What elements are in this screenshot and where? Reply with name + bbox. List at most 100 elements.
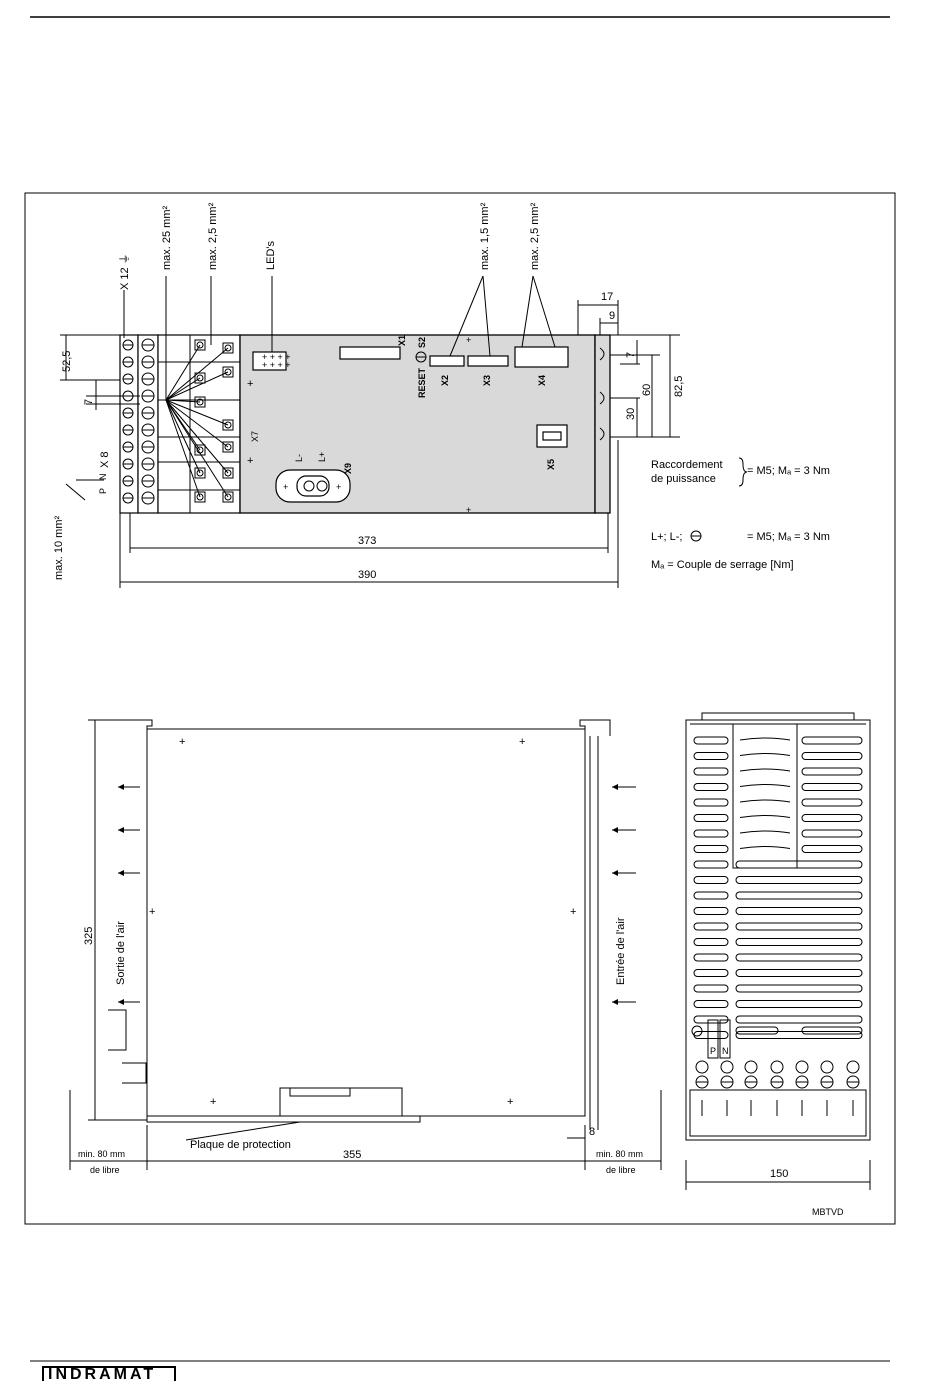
figure-id: MBTVD [812, 1207, 844, 1217]
vent-slot [735, 1015, 863, 1024]
svg-text:+: + [336, 482, 341, 492]
label-min80-right: min. 80 mm [596, 1149, 643, 1159]
svg-text:+: + [247, 455, 253, 467]
svg-text:+: + [247, 378, 253, 390]
vent-slot [735, 860, 863, 869]
vent-slot [801, 798, 863, 807]
label-x1: X1 [397, 335, 407, 346]
label-x4: X4 [537, 375, 547, 386]
terminal-screw [744, 1060, 758, 1074]
vent-slot [801, 814, 863, 822]
vent-slot [735, 1026, 779, 1035]
svg-text:+ + + +: + + + + [262, 352, 291, 362]
svg-text:+ + + +: + + + + [262, 360, 291, 370]
vent-slot [693, 922, 729, 931]
screw-terminal [194, 491, 206, 503]
vent-slot [801, 1026, 863, 1035]
screw-terminal [222, 419, 234, 431]
vent-slot [693, 814, 729, 822]
label-max15: max. 1,5 mm² [479, 202, 491, 270]
dim-8: 8 [589, 1126, 595, 1138]
connector-x4 [514, 346, 569, 368]
side-housing [146, 728, 586, 1117]
vent-slot [735, 1031, 863, 1039]
indramat-logo: INDRAMAT [42, 1366, 176, 1381]
vent-slot [693, 938, 729, 946]
vent-slot [735, 891, 863, 900]
vent-slot [693, 860, 729, 869]
top-view: + + + + + + + + + + + + + + X 12 ⏚ max. … [53, 202, 685, 588]
vent-slot [693, 767, 729, 776]
connector-x2 [429, 355, 465, 367]
dim-390: 390 [358, 569, 376, 581]
mounting-flange [594, 334, 611, 514]
svg-text:+: + [466, 335, 471, 345]
dim-82-5: 82,5 [673, 376, 685, 397]
screw-terminal [222, 441, 234, 453]
label-x9: X9 [343, 463, 353, 474]
label-p: P [98, 488, 108, 494]
label-sortie: Sortie de l'air [115, 921, 127, 985]
vent-slot [735, 953, 863, 962]
label-max25b: max. 2,5 mm² [529, 202, 541, 270]
terminal-screw [770, 1060, 784, 1074]
dim-7-right: 7 [625, 352, 637, 358]
logo-text: INDRAMAT [48, 1366, 157, 1381]
screw-terminal [222, 342, 234, 354]
vent-slot [801, 736, 863, 745]
label-reset: RESET [417, 367, 427, 398]
label-x5: X5 [546, 459, 556, 470]
terminal-screw [795, 1060, 809, 1074]
label-x3: X3 [482, 375, 492, 386]
protection-plate [146, 1115, 421, 1123]
dim-373: 373 [358, 535, 376, 547]
vent-slot [693, 845, 729, 853]
label-s2: S2 [417, 337, 427, 348]
terminal-screw [720, 1060, 734, 1074]
dim-60: 60 [641, 384, 653, 396]
label-max10: max. 10 mm² [53, 515, 65, 580]
svg-text:+: + [210, 1096, 216, 1108]
vent-slot [693, 969, 729, 977]
svg-text:+: + [283, 482, 288, 492]
dim-52-5: 52,5 [61, 351, 73, 372]
terminal-screw [820, 1060, 834, 1074]
vent-slot [801, 752, 863, 760]
legend-brace [738, 457, 748, 487]
vent-slot [801, 767, 863, 776]
screw-terminal [222, 491, 234, 503]
legend-de-puissance: de puissance [651, 473, 716, 485]
label-lplus: L+ [317, 452, 327, 462]
led-block [252, 351, 287, 371]
dim-325: 325 [83, 927, 95, 945]
label-x12: X 12 ⏚ [118, 253, 131, 290]
screw-terminal [222, 366, 234, 378]
legend-raccordement: Raccordement [651, 459, 723, 471]
vent-slot [735, 969, 863, 977]
connector-x3 [467, 355, 509, 367]
vent-slot [735, 922, 863, 931]
dim-150: 150 [770, 1168, 788, 1180]
connector-x1 [339, 346, 401, 360]
side-view: + + + + + + Sortie de l'air Entrée de l'… [69, 719, 662, 1175]
screw-terminal [222, 467, 234, 479]
dim-17: 17 [601, 291, 613, 303]
dim-9: 9 [609, 310, 615, 322]
vent-slot [801, 829, 863, 838]
vent-slot [735, 984, 863, 993]
dim-30: 30 [625, 408, 637, 420]
vent-slot [735, 907, 863, 915]
legend-lplus-lminus: L+; L-; [651, 531, 683, 543]
figure-frame [24, 192, 896, 1225]
vent-slot [693, 736, 729, 745]
label-de-libre-left: de libre [90, 1165, 120, 1175]
vent-slot [693, 984, 729, 993]
front-view: P N 150 [685, 712, 871, 1190]
svg-text:+: + [179, 736, 185, 748]
vent-slot [735, 876, 863, 884]
front-label-p: P [710, 1046, 716, 1056]
label-x8: X 8 [99, 451, 111, 468]
dim-355: 355 [343, 1149, 361, 1161]
vent-slot [693, 907, 729, 915]
